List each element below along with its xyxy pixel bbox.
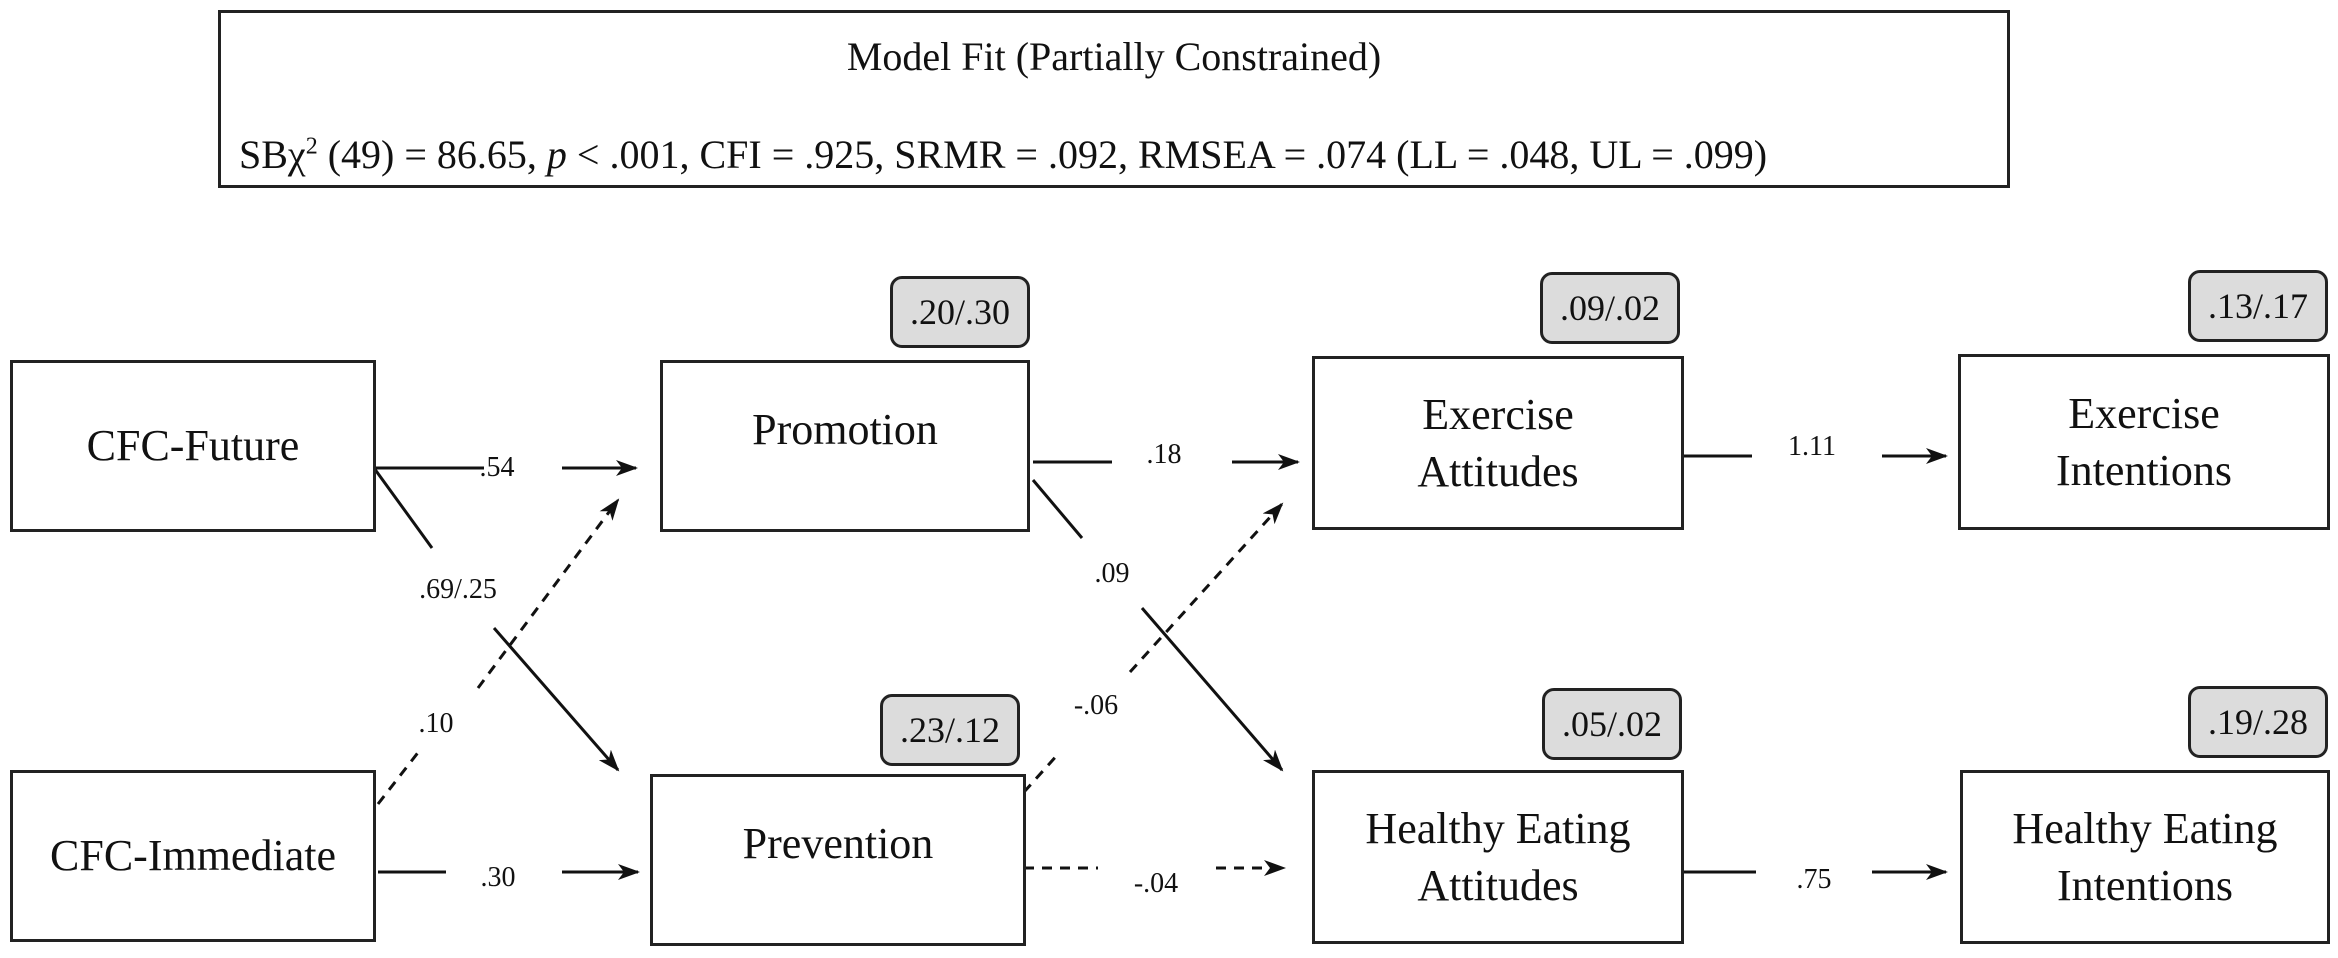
node-prevention-label: Prevention xyxy=(742,819,934,868)
coef-promotion-exercise: .18 xyxy=(1146,439,1182,470)
node-healthy-eating-attitudes: Healthy Eating Attitudes xyxy=(1312,770,1684,944)
r2-badge-promotion: .20/.30 xyxy=(890,276,1030,348)
node-exercise-intentions-line2: Intentions xyxy=(2056,446,2232,495)
coef-future-promotion: .54 xyxy=(479,452,515,483)
node-exercise-intentions: Exercise Intentions xyxy=(1958,354,2330,530)
p-symbol: p xyxy=(546,132,567,177)
chi-superscript: 2 xyxy=(305,133,318,160)
path-future-prevention-b xyxy=(492,627,620,772)
coef-eating-att-int: .75 xyxy=(1796,864,1832,895)
node-exercise-intentions-line1: Exercise xyxy=(2068,388,2220,438)
fit-stats-part-b: < .001, CFI = .925, SRMR = .092, RMSEA =… xyxy=(566,132,1768,177)
r2-badge-eating-attitudes: .05/.02 xyxy=(1542,688,1682,760)
path-promotion-eating-a xyxy=(1031,479,1084,539)
node-promotion: Promotion xyxy=(660,360,1030,532)
coef-immediate-prevention: .30 xyxy=(480,862,516,893)
node-exercise-attitudes-line2: Attitudes xyxy=(1417,447,1579,496)
sb-chi-label: SBχ xyxy=(239,132,306,177)
model-fit-title: Model Fit (Partially Constrained) xyxy=(846,34,1382,79)
node-eating-intentions-line2: Intentions xyxy=(2057,861,2233,910)
model-fit-statistics: SBχ2 (49) = 86.65, p < .001, CFI = .925,… xyxy=(239,131,1767,178)
node-eating-intentions-line1: Healthy Eating xyxy=(2012,803,2278,853)
path-prevention-exercise-b xyxy=(1128,502,1284,674)
r2-badge-exercise-intentions: .13/.17 xyxy=(2188,270,2328,342)
r2-badge-eating-intentions: .19/.28 xyxy=(2188,686,2328,758)
path-immediate-promotion-a xyxy=(376,749,422,805)
coef-exercise-att-int: 1.11 xyxy=(1788,431,1836,462)
path-future-prevention-a xyxy=(372,467,434,549)
path-immediate-promotion-b xyxy=(476,498,620,689)
model-fit-box: Model Fit (Partially Constrained) SBχ2 (… xyxy=(218,10,2010,188)
node-exercise-attitudes: Exercise Attitudes xyxy=(1312,356,1684,530)
node-eating-attitudes-line1: Healthy Eating xyxy=(1365,803,1631,853)
coef-prevention-eating: -.04 xyxy=(1133,868,1179,899)
r2-badge-exercise-attitudes: .09/.02 xyxy=(1540,272,1680,344)
coef-immediate-promotion: .10 xyxy=(418,708,454,739)
node-cfc-immediate: CFC-Immediate xyxy=(10,770,376,942)
coef-future-prevention: .69/.25 xyxy=(419,574,497,605)
node-cfc-future: CFC-Future xyxy=(10,360,376,532)
fit-stats-part-a: (49) = 86.65, xyxy=(317,132,547,177)
node-healthy-eating-intentions: Healthy Eating Intentions xyxy=(1960,770,2330,944)
coef-promotion-eating: .09 xyxy=(1094,558,1130,589)
node-prevention: Prevention xyxy=(650,774,1026,946)
node-exercise-attitudes-line1: Exercise xyxy=(1422,389,1574,439)
path-promotion-eating-b xyxy=(1140,607,1284,772)
node-promotion-label: Promotion xyxy=(752,405,938,454)
path-prevention-exercise-a xyxy=(1022,750,1062,794)
r2-badge-prevention: .23/.12 xyxy=(880,694,1020,766)
node-cfc-immediate-label: CFC-Immediate xyxy=(50,831,336,881)
coef-prevention-exercise: -.06 xyxy=(1073,690,1119,721)
node-eating-attitudes-line2: Attitudes xyxy=(1417,861,1579,910)
node-cfc-future-label: CFC-Future xyxy=(86,421,300,471)
